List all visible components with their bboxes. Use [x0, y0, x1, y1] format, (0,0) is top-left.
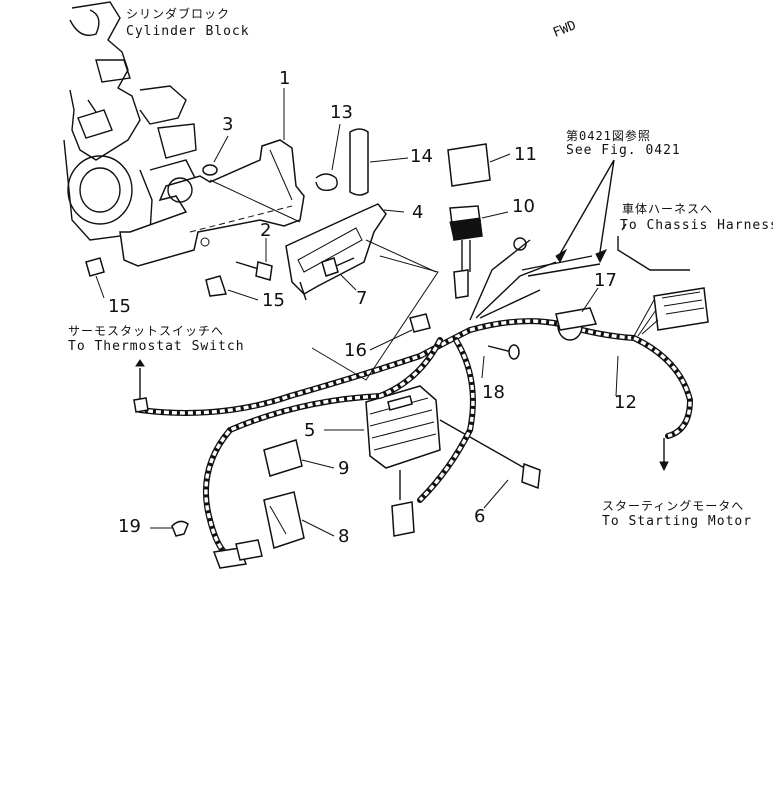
- relay-part-10: [449, 205, 483, 299]
- cover-part-9: [263, 439, 303, 477]
- clip-part-13: [315, 173, 338, 192]
- callout-17: 17: [594, 270, 617, 291]
- unit-part-8: [263, 491, 305, 549]
- grommet-part-15b: [205, 275, 228, 297]
- callout-16: 16: [344, 340, 367, 361]
- thermostat-label-jp: サーモスタットスイッチへ: [68, 324, 225, 338]
- callout-1: 1: [279, 68, 291, 89]
- callout-9: 9: [338, 458, 350, 479]
- plate-part-4: [285, 203, 387, 301]
- callout-4: 4: [412, 202, 424, 223]
- callout-5: 5: [304, 420, 316, 441]
- callout-15b: 15: [262, 290, 285, 311]
- starting-motor-label-jp: スターティングモータへ: [602, 499, 745, 513]
- nut-part-3: [202, 164, 218, 176]
- bracket-part-1: [119, 139, 305, 267]
- callout-7: 7: [356, 288, 368, 309]
- callout-10: 10: [512, 196, 535, 217]
- tube-part-14: [349, 128, 369, 196]
- starting-motor-label-en: To Starting Motor: [602, 514, 753, 529]
- thermostat-label-en: To Thermostat Switch: [68, 339, 245, 354]
- bolt-part-2: [235, 261, 273, 281]
- chassis-harness-label-en: To Chassis Harness: [620, 218, 773, 233]
- clamp-part-16: [409, 313, 431, 333]
- regulator-part-5: [365, 385, 441, 537]
- see-fig-label-en: See Fig. 0421: [566, 143, 681, 158]
- cylinder-block-label-jp: シリンダブロック: [126, 7, 231, 21]
- callout-19: 19: [118, 516, 141, 537]
- chassis-harness-label-jp: 車体ハーネスへ: [622, 202, 714, 216]
- callout-11: 11: [514, 144, 537, 165]
- callout-8: 8: [338, 526, 350, 547]
- callout-18: 18: [482, 382, 505, 403]
- cover-part-11: [447, 143, 491, 187]
- bolt-part-18: [487, 344, 520, 360]
- bolt-part-7: [321, 257, 355, 277]
- callout-12: 12: [614, 392, 637, 413]
- wire-harness-part-12: [137, 237, 694, 569]
- cylinder-block-illustration: [63, 1, 197, 241]
- callout-13: 13: [330, 102, 353, 123]
- callout-6: 6: [474, 506, 486, 527]
- see-fig-label-jp: 第0421図参照: [566, 129, 651, 143]
- callout-2: 2: [260, 220, 272, 241]
- callout-leaders: [95, 88, 619, 537]
- callout-14: 14: [410, 146, 433, 167]
- grommet-part-15a: [85, 257, 105, 277]
- callout-3: 3: [222, 114, 234, 135]
- cap-part-19: [171, 520, 189, 537]
- cylinder-block-label-en: Cylinder Block: [126, 24, 250, 39]
- chassis-connector: [633, 287, 709, 337]
- callout-15a: 15: [108, 296, 131, 317]
- bolt-part-6: [439, 419, 541, 490]
